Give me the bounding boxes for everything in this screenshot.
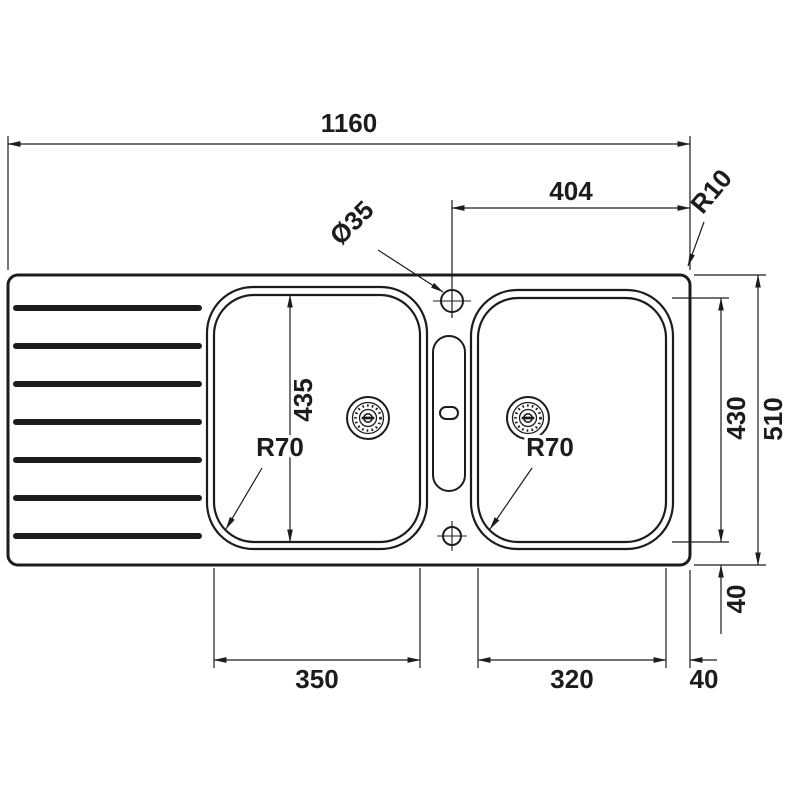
left-bowl <box>205 285 429 551</box>
dim-label-overall-width: 1160 <box>321 108 377 138</box>
dim-left-bowl-depth: 435 <box>287 294 318 543</box>
dim-label-right-bowl-width: 320 <box>550 664 593 694</box>
strainer-perforation-ring <box>514 404 542 432</box>
dim-bottom-offset: 40 <box>718 564 751 634</box>
dim-right-bowl-depth: 430 <box>672 297 751 543</box>
overflow-hole <box>439 406 459 420</box>
dim-label-bottom-offset: 40 <box>721 585 751 614</box>
dim-left-bowl-width: 350 <box>213 568 421 694</box>
dim-label-left-bowl-width: 350 <box>295 664 338 694</box>
right-bowl <box>469 288 675 551</box>
dim-overall-width: 1160 <box>7 108 691 270</box>
leader-line <box>225 467 263 530</box>
dim-tap-offset: 404 <box>451 176 691 318</box>
dim-label-overall-depth: 510 <box>758 397 788 440</box>
strainer-perforation-ring <box>354 404 382 432</box>
strainer-outer-ring <box>506 396 550 440</box>
dim-right-bowl-radius: R70 <box>489 429 577 530</box>
right-bowl-rim <box>469 288 675 551</box>
dim-right-offset: 40 <box>689 570 719 694</box>
leader-line <box>377 249 444 293</box>
dim-left-bowl-radius: R70 <box>225 429 307 530</box>
right-bowl-inner <box>476 296 668 544</box>
leader-line <box>489 467 533 530</box>
left-drain-strainer <box>346 396 390 440</box>
strainer-ring <box>518 408 538 428</box>
dim-label-tap-offset: 404 <box>549 176 593 206</box>
dim-overall-depth: 510 <box>694 274 788 566</box>
left-bowl-rim <box>205 285 429 551</box>
leader-line <box>687 221 705 267</box>
dim-label-right-offset: 40 <box>690 664 719 694</box>
strainer-ring <box>358 408 378 428</box>
dim-label-left-bowl-radius: R70 <box>256 432 304 462</box>
dim-right-bowl-width: 320 <box>477 568 667 694</box>
strainer-outer-ring <box>346 396 390 440</box>
dim-label-right-bowl-depth: 430 <box>721 396 751 439</box>
dim-label-left-bowl-depth: 435 <box>288 378 318 421</box>
left-bowl-inner <box>212 293 422 544</box>
dim-label-right-bowl-radius: R70 <box>526 432 574 462</box>
strainer-ring <box>511 401 545 435</box>
right-drain-strainer <box>506 396 550 440</box>
drainboard <box>13 305 202 539</box>
strainer-ring <box>351 401 385 435</box>
